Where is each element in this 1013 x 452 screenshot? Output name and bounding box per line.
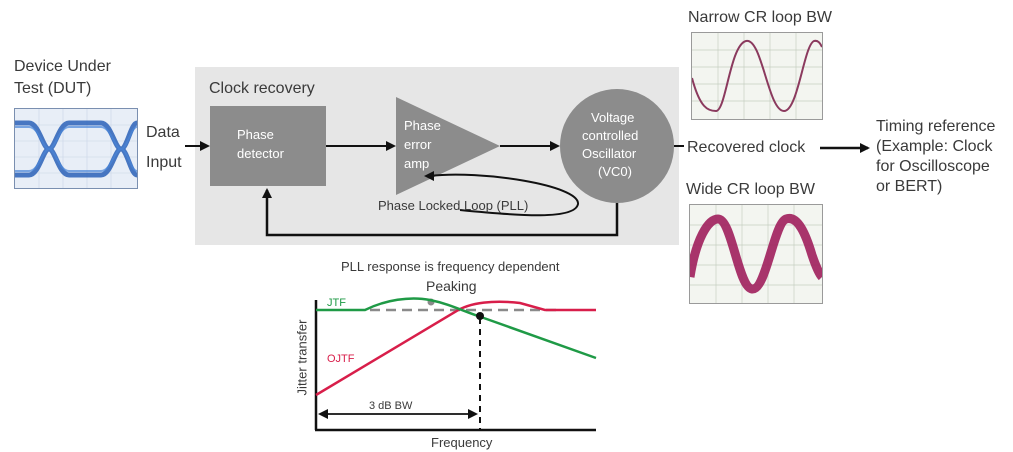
pll-loop-arrow xyxy=(429,173,580,217)
recovered-clock-label: Recovered clock xyxy=(687,139,806,156)
vco-circle xyxy=(560,89,674,203)
pll-label: Phase Locked Loop (PLL) xyxy=(378,198,529,213)
feedback-path xyxy=(262,188,619,237)
clock-recovery-title: Clock recovery xyxy=(209,80,315,97)
peaking-label: Peaking xyxy=(426,278,477,294)
wide-bw-label: Wide CR loop BW xyxy=(686,181,815,198)
vco-line1: Voltage xyxy=(591,110,635,125)
bw-arrowhead-left xyxy=(318,409,328,419)
wide-bw-waveform xyxy=(690,205,822,303)
wide-bw-scope xyxy=(689,204,823,304)
pll-loop-arrowhead xyxy=(424,171,434,181)
timing-reference-line1: Timing reference xyxy=(876,118,996,135)
vco-line3: Oscillator xyxy=(582,146,637,161)
jtf-label: JTF xyxy=(327,297,346,309)
ojtf-curve xyxy=(315,300,596,397)
eye-diagram-graphic xyxy=(15,109,137,188)
timing-reference-line4: or BERT) xyxy=(876,178,943,195)
bw-arrowhead-right xyxy=(468,409,478,419)
jitter-transfer-chart xyxy=(314,297,597,432)
phase-error-amp-line3: amp xyxy=(404,156,430,171)
dut-label-line2: Test (DUT) xyxy=(14,80,92,97)
dut-eye-diagram xyxy=(14,108,138,189)
chart-ylabel: Jitter transfer xyxy=(294,319,310,396)
chart-title: PLL response is frequency dependent xyxy=(341,259,560,274)
data-input-line2: Input xyxy=(146,154,182,171)
narrow-bw-waveform xyxy=(692,33,822,119)
3db-point-marker xyxy=(476,312,484,320)
timing-reference-line2: (Example: Clock xyxy=(876,138,993,155)
phase-error-amp-line2: error xyxy=(404,137,432,152)
vco-line4: (VC0) xyxy=(598,164,632,179)
chart-xlabel: Frequency xyxy=(431,435,493,450)
timing-reference-line3: for Oscilloscope xyxy=(876,158,990,175)
phase-detector-line2: detector xyxy=(237,146,284,161)
jtf-curve xyxy=(316,297,597,360)
vco-line2: controlled xyxy=(582,128,639,143)
data-input-line1: Data xyxy=(146,124,180,141)
phase-error-amp-line1: Phase xyxy=(404,118,441,133)
phase-detector-block xyxy=(210,106,326,186)
narrow-bw-scope xyxy=(691,32,823,120)
phase-detector-line1: Phase xyxy=(237,127,274,142)
dut-label-line1: Device Under xyxy=(14,58,111,75)
narrow-bw-label: Narrow CR loop BW xyxy=(688,9,833,26)
phase-error-amp-triangle xyxy=(396,97,500,195)
ojtf-label: OJTF xyxy=(327,353,355,365)
bw-label: 3 dB BW xyxy=(369,400,413,412)
